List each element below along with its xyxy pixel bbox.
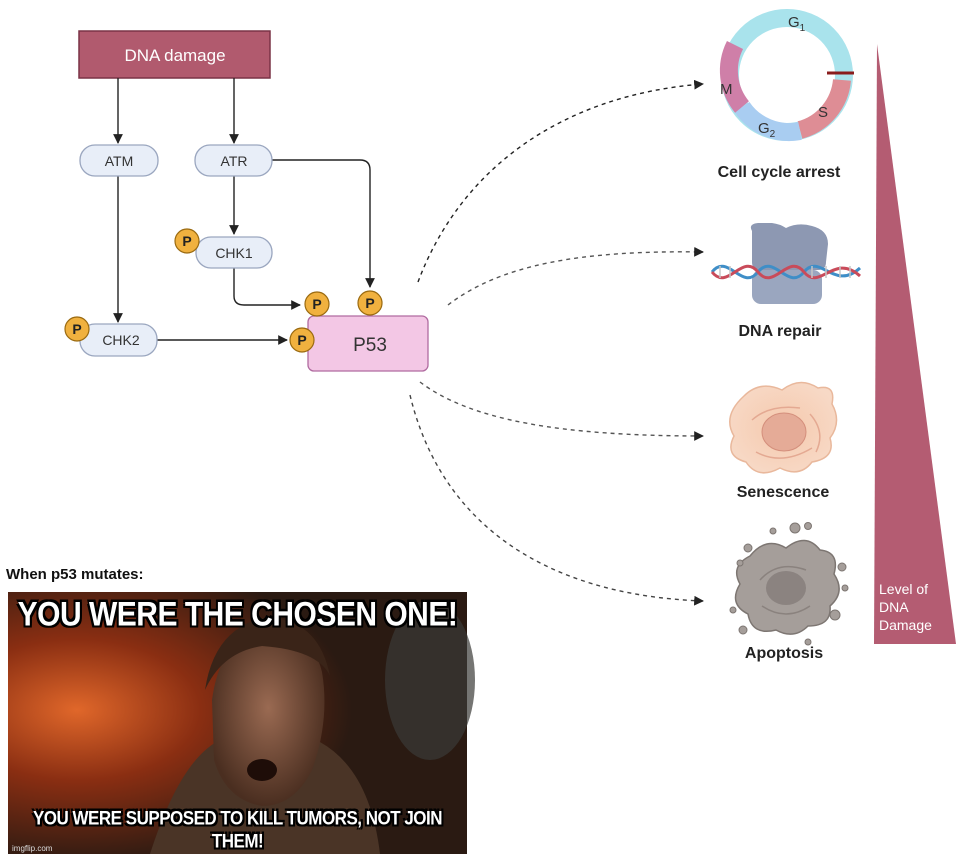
svg-text:P: P: [365, 295, 374, 311]
arrow-chk1-to-p53: [233, 268, 301, 310]
arrow-to-dna-repair: [447, 246, 704, 306]
outcome-labels: Cell cycle arrest DNA repair Senescence …: [718, 164, 841, 662]
arrow-to-apoptosis: [409, 394, 704, 606]
dna-damage-label: DNA damage: [124, 46, 225, 65]
arrow-atr-to-p53: [272, 159, 375, 288]
outcome-apoptosis: Apoptosis: [745, 645, 823, 662]
svg-text:G2: G2: [758, 120, 776, 140]
svg-text:P: P: [312, 296, 321, 312]
phospho-marks: P P P P P: [64, 228, 383, 353]
p53-label: P53: [353, 335, 387, 356]
phospho-chk1: P: [174, 228, 200, 254]
chk2-label: CHK2: [102, 332, 140, 348]
svg-text:P: P: [297, 332, 306, 348]
outcome-cell-cycle-arrest: Cell cycle arrest: [718, 164, 841, 181]
phospho-p53-1: P: [304, 291, 330, 317]
chk2-node: CHK2: [79, 323, 158, 357]
outcome-senescence: Senescence: [737, 484, 830, 501]
meme-caption: When p53 mutates:: [6, 566, 144, 583]
meme-top-text: YOU WERE THE CHOSEN ONE!: [17, 595, 458, 634]
svg-text:M: M: [720, 81, 733, 98]
meme-bottom-text: YOU WERE SUPPOSED TO KILL TUMORS, NOT JO…: [32, 807, 443, 852]
phospho-p53-3: P: [289, 327, 315, 353]
cell-cycle-icon: G1 S G2 M: [719, 9, 854, 142]
atr-label: ATR: [221, 153, 248, 169]
atm-label: ATM: [105, 153, 134, 169]
atr-node: ATR: [194, 144, 273, 177]
meme-frame: YOU WERE THE CHOSEN ONE! YOU WERE SUPPOS…: [8, 592, 467, 854]
outcome-dna-repair: DNA repair: [739, 323, 822, 340]
phospho-p53-2: P: [357, 290, 383, 316]
svg-text:G1: G1: [788, 14, 806, 34]
arrow-to-cell-cycle: [417, 79, 704, 283]
signaling-arrows: [113, 78, 375, 345]
dna-damage-box: DNA damage: [78, 30, 271, 79]
meme-watermark: imgflip.com: [12, 844, 53, 853]
chk1-node: CHK1: [195, 236, 273, 269]
damage-level-gradient: Level of DNA Damage: [874, 44, 956, 644]
atm-node: ATM: [79, 144, 159, 177]
senescence-cell-icon: [729, 381, 838, 474]
meme-image: [8, 592, 475, 854]
p53-node: P53: [307, 315, 429, 372]
phospho-chk2: P: [64, 316, 90, 342]
svg-text:P: P: [182, 233, 191, 249]
outcome-arrows: [409, 79, 704, 606]
svg-text:P: P: [72, 321, 81, 337]
chk1-label: CHK1: [215, 245, 253, 261]
arrow-to-senescence: [419, 381, 704, 441]
apoptosis-cell-icon: [729, 522, 849, 646]
gradient-label: Level of DNA Damage: [879, 581, 932, 633]
dna-repair-icon: [710, 223, 862, 304]
svg-text:S: S: [818, 104, 828, 121]
